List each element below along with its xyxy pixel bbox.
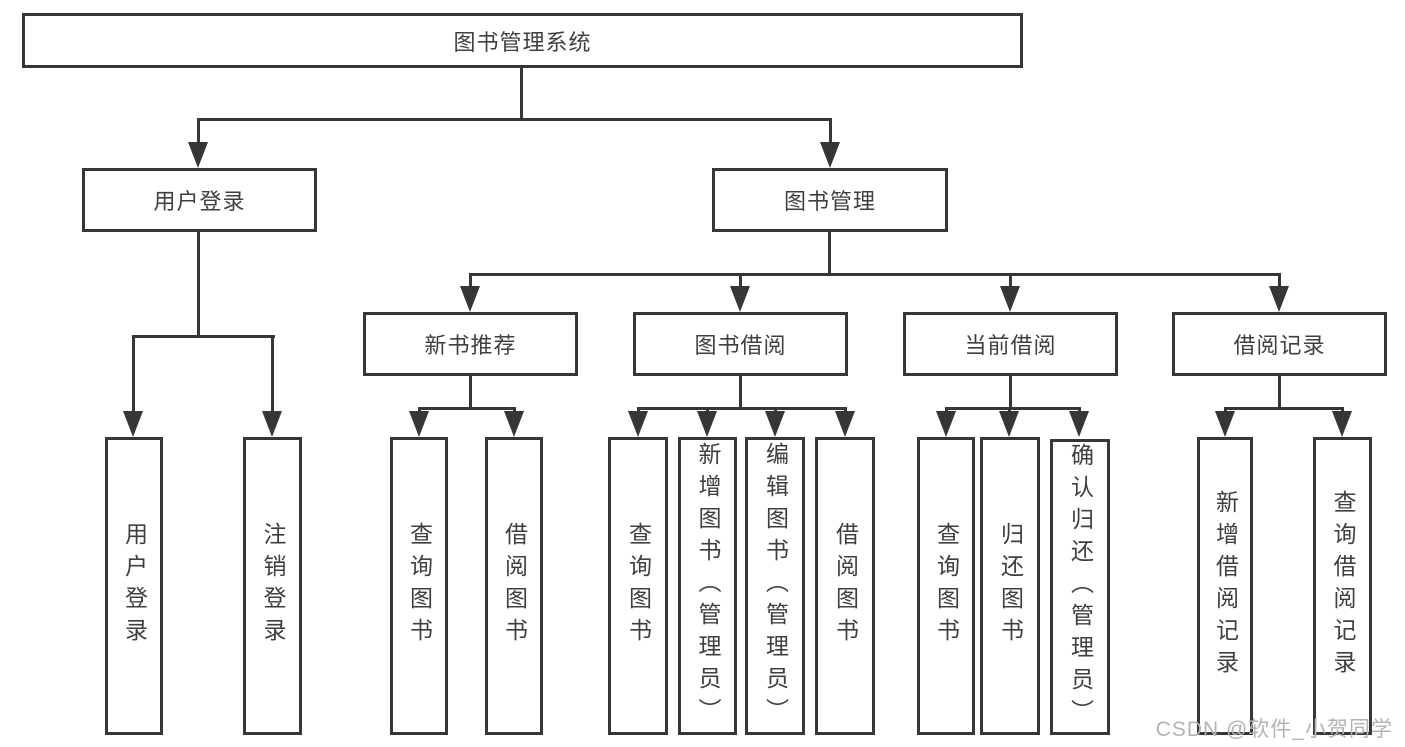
node-add-books-admin: 新增图书（管理员） — [678, 437, 737, 735]
node-user-login: 用户登录 — [82, 168, 317, 232]
connector-line — [469, 273, 1281, 276]
node-book-mgmt: 图书管理 — [712, 168, 948, 232]
connector-line — [469, 376, 472, 410]
arrowhead-icon — [1269, 286, 1289, 312]
node-user-login-label: 用户登录 — [153, 189, 246, 214]
arrowhead-icon — [1000, 286, 1020, 312]
connector-line — [829, 118, 832, 146]
node-query-books-borrow: 查询图书 — [608, 437, 668, 735]
connector-line — [418, 407, 516, 410]
node-new-book-rec: 新书推荐 — [363, 312, 578, 376]
node-book-mgmt-label: 图书管理 — [783, 189, 876, 214]
connector-line — [197, 232, 200, 338]
node-book-borrow-label: 图书借阅 — [694, 333, 787, 358]
connector-line — [945, 407, 1081, 410]
connector-line — [132, 335, 135, 413]
node-user-login-action: 用户登录 — [105, 437, 163, 735]
node-borrow-books-borrow-label: 借阅图书 — [832, 522, 859, 650]
node-add-borrow-record: 新增借阅记录 — [1197, 437, 1253, 735]
node-query-books-rec: 查询图书 — [390, 437, 448, 735]
connector-line — [1278, 376, 1281, 410]
arrowhead-icon — [1069, 411, 1089, 437]
connector-line — [197, 118, 200, 146]
arrowhead-icon — [999, 411, 1019, 437]
connector-line — [739, 376, 742, 410]
node-query-borrow-record-label: 查询借阅记录 — [1330, 490, 1356, 682]
arrowhead-icon — [460, 286, 480, 312]
node-edit-books-admin-label: 编辑图书（管理员） — [762, 442, 789, 730]
node-confirm-return-admin-label: 确认归还（管理员） — [1067, 443, 1094, 731]
node-query-books-borrow-label: 查询图书 — [625, 522, 652, 650]
node-add-books-admin-label: 新增图书（管理员） — [695, 442, 721, 730]
node-borrow-books-borrow: 借阅图书 — [815, 437, 875, 735]
node-confirm-return-admin: 确认归还（管理员） — [1050, 439, 1110, 735]
arrowhead-icon — [936, 411, 956, 437]
arrowhead-icon — [262, 411, 282, 437]
connector-line — [197, 118, 832, 121]
node-new-book-rec-label: 新书推荐 — [424, 333, 517, 358]
connector-line — [469, 273, 472, 289]
node-book-borrow: 图书借阅 — [633, 312, 848, 376]
arrowhead-icon — [123, 411, 143, 437]
connector-line — [1009, 273, 1012, 289]
arrowhead-icon — [820, 142, 840, 168]
node-borrow-books-rec-label: 借阅图书 — [501, 522, 528, 650]
node-current-borrow: 当前借阅 — [903, 312, 1118, 376]
node-root-label: 图书管理系统 — [453, 29, 592, 55]
connector-line — [1224, 407, 1343, 410]
node-borrow-records-label: 借阅记录 — [1233, 333, 1326, 358]
arrowhead-icon — [730, 286, 750, 312]
node-query-books-current: 查询图书 — [917, 437, 975, 735]
arrowhead-icon — [835, 411, 855, 437]
node-user-login-action-label: 用户登录 — [121, 522, 148, 650]
connector-line — [828, 232, 831, 276]
node-query-books-current-label: 查询图书 — [933, 522, 960, 650]
node-return-books-label: 归还图书 — [997, 522, 1024, 650]
connector-line — [1278, 273, 1281, 289]
node-borrow-books-rec: 借阅图书 — [485, 437, 543, 735]
node-return-books: 归还图书 — [980, 437, 1040, 735]
arrowhead-icon — [1215, 411, 1235, 437]
node-current-borrow-label: 当前借阅 — [964, 333, 1057, 358]
connector-line — [1009, 376, 1012, 410]
node-borrow-records: 借阅记录 — [1172, 312, 1387, 376]
connector-line — [133, 335, 275, 338]
node-query-books-rec-label: 查询图书 — [406, 522, 433, 650]
node-add-borrow-record-label: 新增借阅记录 — [1212, 490, 1239, 682]
node-edit-books-admin: 编辑图书（管理员） — [745, 437, 805, 735]
watermark: CSDN @软件_小贺同学 — [1155, 718, 1393, 741]
arrowhead-icon — [765, 411, 785, 437]
arrowhead-icon — [188, 142, 208, 168]
connector-line — [520, 67, 523, 119]
arrowhead-icon — [628, 411, 648, 437]
node-logout-action: 注销登录 — [243, 437, 302, 735]
node-logout-action-label: 注销登录 — [260, 522, 286, 650]
node-query-borrow-record: 查询借阅记录 — [1313, 437, 1372, 735]
arrowhead-icon — [504, 411, 524, 437]
connector-line — [739, 273, 742, 289]
node-root: 图书管理系统 — [22, 13, 1023, 68]
arrowhead-icon — [409, 411, 429, 437]
arrowhead-icon — [1332, 411, 1352, 437]
connector-line — [637, 407, 847, 410]
connector-line — [271, 335, 274, 413]
arrowhead-icon — [697, 411, 717, 437]
